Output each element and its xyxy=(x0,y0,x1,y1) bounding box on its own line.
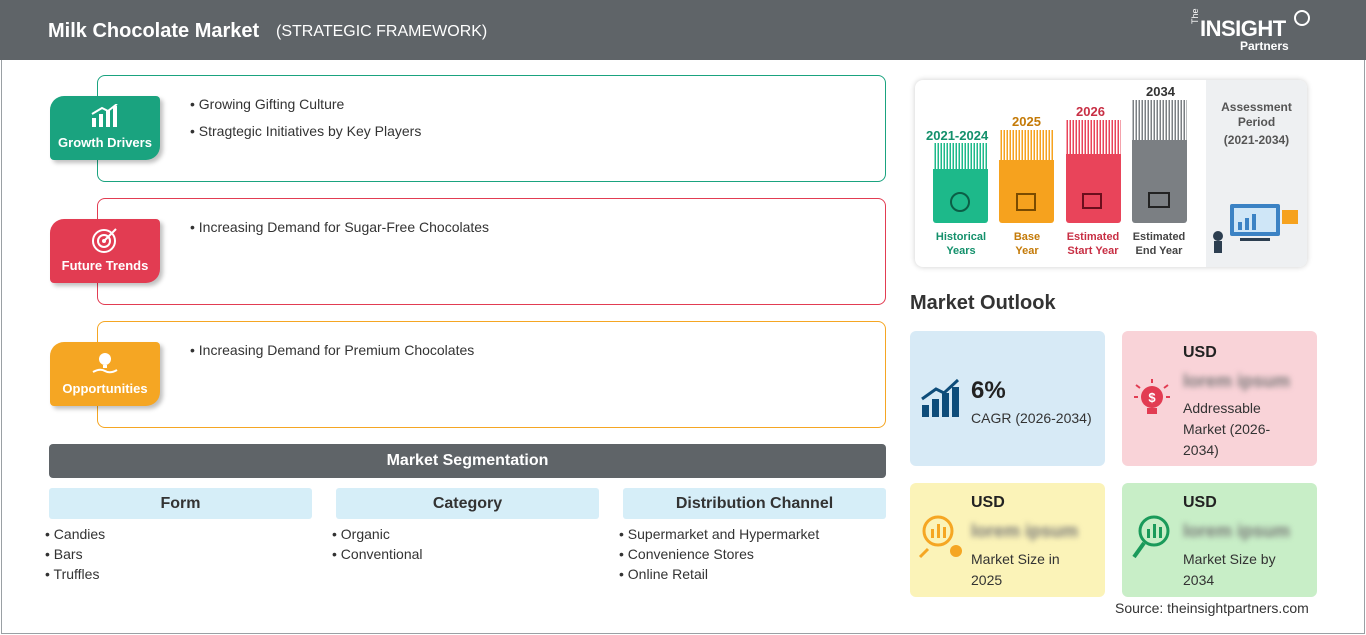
growth-drivers-badge: Growth Drivers xyxy=(50,96,160,160)
analytics-illustration-icon xyxy=(1213,204,1298,253)
coin-chart-icon xyxy=(918,515,962,559)
segment-form: Form Candies Bars Truffles xyxy=(49,488,312,586)
content-frame xyxy=(1,60,1365,634)
caption-line: Start Year xyxy=(1067,245,1119,257)
assessment-bars xyxy=(933,100,1187,223)
label-line: 2034 xyxy=(1183,572,1215,588)
label-line: Market (2026- xyxy=(1183,421,1271,437)
list-item: Increasing Demand for Sugar-Free Chocola… xyxy=(190,219,489,235)
size-2025-currency: USD xyxy=(971,494,1005,511)
page-subtitle: (STRATEGIC FRAMEWORK) xyxy=(276,23,488,40)
period-label-line: Assessment xyxy=(1221,100,1292,114)
header-bar: Milk Chocolate Market (STRATEGIC FRAMEWO… xyxy=(0,0,1366,60)
year-base: 2025 xyxy=(1012,114,1041,129)
segmentation-title: Market Segmentation xyxy=(49,444,886,478)
label-line: 2034) xyxy=(1183,442,1219,458)
list-item: Increasing Demand for Premium Chocolates xyxy=(190,342,474,358)
year-historical: 2021-2024 xyxy=(926,128,989,143)
assessment-period-range: (2021-2034) xyxy=(1223,133,1290,147)
caption-line: Estimated xyxy=(1066,231,1120,243)
cagr-value: 6% xyxy=(971,377,1006,404)
growth-drivers-list: Growing Gifting Culture Stragtegic Initi… xyxy=(190,96,422,150)
magnifier-chart-icon xyxy=(1132,515,1170,559)
size-2034-currency: USD xyxy=(1183,494,1217,511)
segment-item: Truffles xyxy=(45,566,312,582)
market-size-2034-tile: USD lorem ipsum Market Size by 2034 xyxy=(1122,483,1317,597)
label-line: 2025 xyxy=(971,572,1003,588)
future-trends-card: Increasing Demand for Sugar-Free Chocola… xyxy=(97,198,886,305)
future-trends-list: Increasing Demand for Sugar-Free Chocola… xyxy=(190,219,489,246)
label-line: Market Size in xyxy=(971,551,1060,567)
segment-heading: Distribution Channel xyxy=(623,488,886,519)
caption-end: Estimated End Year xyxy=(1124,230,1194,258)
list-item: Growing Gifting Culture xyxy=(190,96,421,112)
cagr-tile: 6% CAGR (2026-2034) xyxy=(910,331,1105,466)
size-2034-value: lorem ipsum xyxy=(1183,521,1291,541)
addressable-market-tile: $ USD lorem ipsum Addressable Market (20… xyxy=(1122,331,1317,466)
growth-drivers-card: Growing Gifting Culture Stragtegic Initi… xyxy=(97,75,886,182)
list-item: Stragtegic Initiatives by Key Players xyxy=(190,123,422,139)
logo-insight: INSIGHT xyxy=(1200,16,1286,41)
size-2025-label: Market Size in 2025 xyxy=(971,549,1060,591)
market-size-2025-tile: USD lorem ipsum Market Size in 2025 xyxy=(910,483,1105,597)
year-start: 2026 xyxy=(1076,104,1105,119)
source-note: Source: theinsightpartners.com xyxy=(1115,600,1309,616)
logo-the: The xyxy=(1190,8,1200,24)
addressable-value: lorem ipsum xyxy=(1183,371,1291,391)
segment-item: Bars xyxy=(45,546,312,562)
segment-category: Category Organic Conventional xyxy=(336,488,599,566)
segment-item: Online Retail xyxy=(619,566,886,582)
target-icon xyxy=(92,228,117,253)
caption-line: Years xyxy=(946,245,976,257)
market-outlook-title: Market Outlook xyxy=(910,292,1056,314)
segment-heading: Form xyxy=(49,488,312,519)
addressable-label: Addressable Market (2026- 2034) xyxy=(1183,398,1270,461)
segment-item: Conventional xyxy=(332,546,599,562)
segment-item: Organic xyxy=(332,526,599,542)
segment-item: Candies xyxy=(45,526,312,542)
svg-text:$: $ xyxy=(1148,390,1156,405)
caption-base: Base Year xyxy=(992,230,1062,258)
caption-line: Year xyxy=(1015,245,1039,257)
logo-ring-icon xyxy=(1294,10,1310,26)
future-trends-badge: Future Trends xyxy=(50,219,160,283)
opportunities-list: Increasing Demand for Premium Chocolates xyxy=(190,342,474,369)
segment-item: Convenience Stores xyxy=(619,546,886,562)
segment-heading: Category xyxy=(336,488,599,519)
insight-partners-logo[interactable]: The INSIGHT Partners xyxy=(1190,8,1320,54)
addressable-currency: USD xyxy=(1183,344,1217,361)
period-label-line: Period xyxy=(1237,115,1276,129)
growth-chart-icon xyxy=(91,104,118,127)
caption-line: Estimated xyxy=(1132,231,1186,243)
growth-drivers-label: Growth Drivers xyxy=(58,135,152,150)
bar-start xyxy=(1066,120,1121,223)
year-end: 2034 xyxy=(1146,84,1175,99)
opportunities-card: Increasing Demand for Premium Chocolates xyxy=(97,321,886,428)
caption-line: Base xyxy=(1013,231,1041,243)
size-2025-value: lorem ipsum xyxy=(971,521,1079,541)
lightbulb-hand-icon xyxy=(92,353,118,374)
label-line: Addressable xyxy=(1183,400,1261,416)
opportunities-label: Opportunities xyxy=(62,381,148,396)
bar-end xyxy=(1132,100,1187,223)
assessment-period-label: Assessment Period xyxy=(1206,100,1307,130)
segment-item: Supermarket and Hypermarket xyxy=(619,526,886,542)
future-trends-label: Future Trends xyxy=(61,258,149,273)
bar-base xyxy=(999,130,1054,223)
lightbulb-dollar-icon: $ xyxy=(1134,379,1170,414)
caption-line: Historical xyxy=(935,231,987,243)
page-title: Milk Chocolate Market xyxy=(48,20,260,42)
logo-partners: Partners xyxy=(1240,39,1289,53)
bar-historical xyxy=(933,143,988,223)
label-line: Market Size by xyxy=(1183,551,1276,567)
size-2034-label: Market Size by 2034 xyxy=(1183,549,1276,591)
growth-chart-icon xyxy=(921,378,960,417)
opportunities-badge: Opportunities xyxy=(50,342,160,406)
segment-distribution-channel: Distribution Channel Supermarket and Hyp… xyxy=(623,488,886,586)
caption-start: Estimated Start Year xyxy=(1058,230,1128,258)
cagr-label: CAGR (2026-2034) xyxy=(971,410,1092,426)
caption-historical: Historical Years xyxy=(926,230,996,258)
caption-line: End Year xyxy=(1135,245,1183,257)
